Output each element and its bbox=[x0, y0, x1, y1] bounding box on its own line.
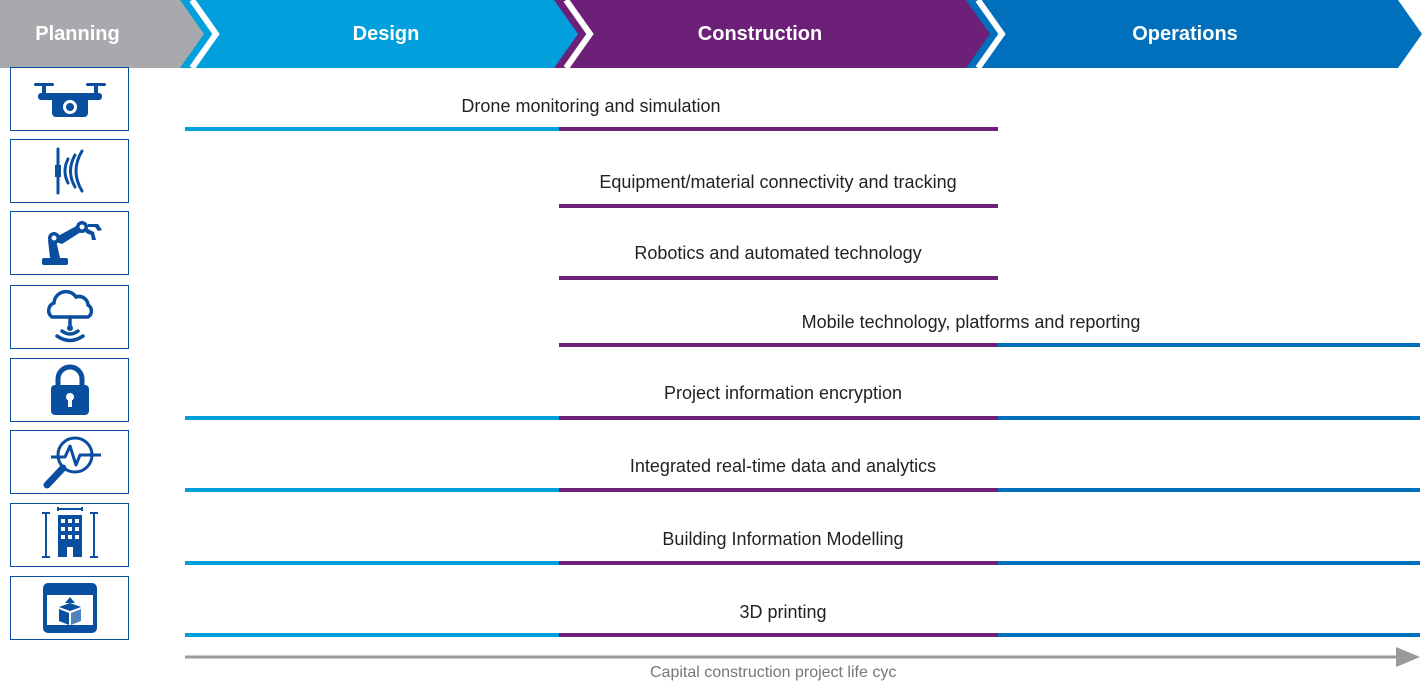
drone-icon bbox=[33, 83, 106, 117]
robot-arm-icon-box bbox=[10, 211, 129, 275]
robot-arm-icon bbox=[41, 221, 102, 265]
phase-chevron-bar bbox=[0, 0, 1422, 68]
phase-label-planning: Planning bbox=[35, 23, 120, 45]
coverage-line-design bbox=[185, 488, 559, 492]
3d-printer-icon bbox=[42, 583, 97, 633]
coverage-line-construction bbox=[559, 633, 998, 637]
phase-chevron-construction bbox=[554, 0, 1002, 68]
analytics-icon bbox=[43, 436, 101, 489]
tech-label-bim: Building Information Modelling bbox=[662, 529, 904, 549]
coverage-line-construction bbox=[559, 343, 998, 347]
lock-icon bbox=[50, 364, 89, 415]
tech-label-robotics: Robotics and automated technology bbox=[634, 243, 922, 263]
analytics-icon-box bbox=[10, 430, 129, 494]
life-cycle-axis-arrow bbox=[185, 647, 1420, 667]
coverage-line-construction bbox=[559, 276, 998, 280]
tech-label-mobile-technology: Mobile technology, platforms and reporti… bbox=[801, 312, 1141, 332]
phase-label-operations: Operations bbox=[1132, 23, 1238, 45]
axis-caption: Capital construction project life cyc bbox=[650, 664, 897, 681]
coverage-line-operations bbox=[998, 488, 1420, 492]
phase-chevron-design bbox=[180, 0, 590, 68]
signal-icon bbox=[54, 147, 83, 195]
cloud-icon bbox=[46, 289, 93, 343]
tech-label-encryption: Project information encryption bbox=[663, 383, 903, 403]
coverage-line-design bbox=[185, 633, 559, 637]
lock-icon-box bbox=[10, 358, 129, 422]
drone-icon-box bbox=[10, 67, 129, 131]
tech-label-real-time-data: Integrated real-time data and analytics bbox=[629, 456, 937, 476]
coverage-line-design bbox=[185, 416, 559, 420]
coverage-line-construction bbox=[559, 488, 998, 492]
phase-label-construction: Construction bbox=[697, 23, 823, 45]
3d-printer-icon-box bbox=[10, 576, 129, 640]
cloud-icon-box bbox=[10, 285, 129, 349]
building-icon bbox=[41, 507, 98, 558]
coverage-line-construction bbox=[559, 416, 998, 420]
tech-label-drone: Drone monitoring and simulation bbox=[461, 96, 721, 116]
signal-icon-box bbox=[10, 139, 129, 203]
building-icon-box bbox=[10, 503, 129, 567]
coverage-line-operations bbox=[998, 416, 1420, 420]
coverage-line-construction bbox=[559, 127, 998, 131]
phase-label-design: Design bbox=[352, 23, 420, 45]
coverage-line-operations bbox=[998, 633, 1420, 637]
coverage-line-design bbox=[185, 561, 559, 565]
coverage-line-construction bbox=[559, 204, 998, 208]
coverage-line-operations bbox=[998, 561, 1420, 565]
phase-chevron-operations bbox=[966, 0, 1422, 68]
coverage-line-operations bbox=[998, 343, 1420, 347]
tech-label-equipment-tracking: Equipment/material connectivity and trac… bbox=[599, 172, 957, 192]
phase-chevron-planning bbox=[0, 0, 216, 68]
coverage-line-design bbox=[185, 127, 559, 131]
coverage-line-construction bbox=[559, 561, 998, 565]
tech-label-3d-printing: 3D printing bbox=[739, 602, 827, 622]
